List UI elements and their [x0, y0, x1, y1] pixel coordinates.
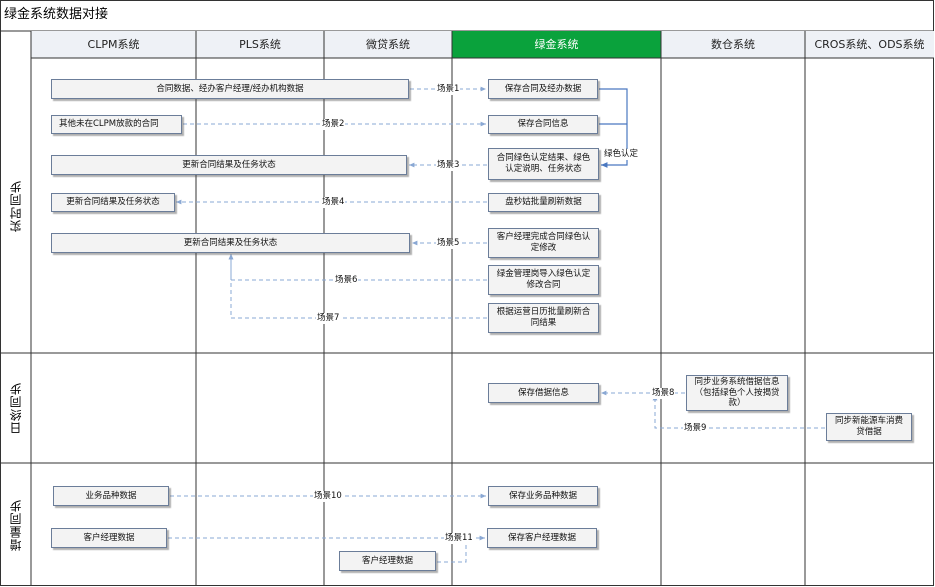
box-update-result-2: 更新合同结果及任务状态 — [51, 193, 175, 212]
lane-header-clpm: CLPM系统 — [87, 38, 140, 51]
row-label-end-of-day: 日终同步 — [8, 382, 23, 434]
box-save-contract-info: 保存合同信息 — [488, 115, 598, 134]
box-admin-import: 绿金管理岗导入绿色认定修改合同 — [488, 265, 599, 295]
label-scene-11: 场景11 — [444, 533, 474, 544]
box-manager-data-1: 客户经理数据 — [51, 528, 167, 548]
row-label-realtime: 实时同步 — [8, 179, 23, 232]
label-scene-10: 场景10 — [313, 491, 343, 502]
row-label-incremental: 增量同步 — [8, 498, 23, 551]
label-scene-5: 场景5 — [436, 238, 461, 249]
label-scene-6: 场景6 — [334, 275, 359, 286]
box-update-result-1: 更新合同结果及任务状态 — [51, 155, 407, 175]
box-sync-new-energy: 同步新能源车消费贷借据 — [826, 413, 912, 441]
arrow-scene-9 — [652, 395, 825, 429]
arrow-scene-7 — [228, 253, 487, 319]
box-sync-loan-info: 同步业务系统借据信息（包括绿色个人按揭贷款） — [686, 375, 788, 411]
box-save-manager-data: 保存客户经理数据 — [487, 528, 597, 548]
lane-header-pls: PLS系统 — [239, 38, 281, 51]
label-scene-4: 场景4 — [321, 197, 346, 208]
lane-header-data-warehouse: 数仓系统 — [711, 38, 755, 51]
label-scene-3: 场景3 — [436, 160, 461, 171]
page-title: 绿金系统数据对接 — [4, 7, 109, 22]
arrow-green-cert-1 — [599, 88, 628, 168]
arrow-scene-6 — [228, 253, 487, 281]
label-scene-7: 场景7 — [316, 313, 341, 324]
arrow-scene-11-branch — [437, 540, 467, 563]
label-scene-9: 场景9 — [683, 423, 708, 434]
box-other-contracts: 其他未在CLPM放款的合同 — [51, 115, 182, 134]
box-manager-modify: 客户经理完成合同绿色认定修改 — [488, 228, 599, 258]
box-product-data: 业务品种数据 — [53, 486, 169, 506]
label-scene-1: 场景1 — [436, 84, 461, 95]
box-save-contract-handler: 保存合同及经办数据 — [488, 79, 598, 99]
box-manager-data-2: 客户经理数据 — [339, 551, 436, 571]
label-scene-8: 场景8 — [651, 388, 676, 399]
label-scene-2: 场景2 — [321, 119, 346, 130]
box-save-product-data: 保存业务品种数据 — [488, 486, 598, 506]
label-green-cert: 绿色认定 — [603, 149, 640, 160]
lane-header-green-bg — [452, 31, 661, 58]
box-clpm-contract-data: 合同数据、经办客户经理/经办机构数据 — [51, 79, 409, 99]
lane-header-cros-ods: CROS系统、ODS系统 — [814, 38, 925, 51]
box-batch-refresh: 盘秒姑批量刷新数据 — [488, 193, 599, 212]
box-update-result-3: 更新合同结果及任务状态 — [51, 233, 410, 253]
box-calendar-refresh: 根据运营日历批量刷新合同结果 — [488, 303, 599, 333]
lane-header-green-finance: 绿金系统 — [534, 38, 579, 51]
box-save-loan-info: 保存借据信息 — [488, 383, 599, 403]
box-green-result: 合同绿色认定结果、绿色认定说明、任务状态 — [488, 148, 599, 180]
lane-header-microloan: 微贷系统 — [366, 38, 410, 51]
